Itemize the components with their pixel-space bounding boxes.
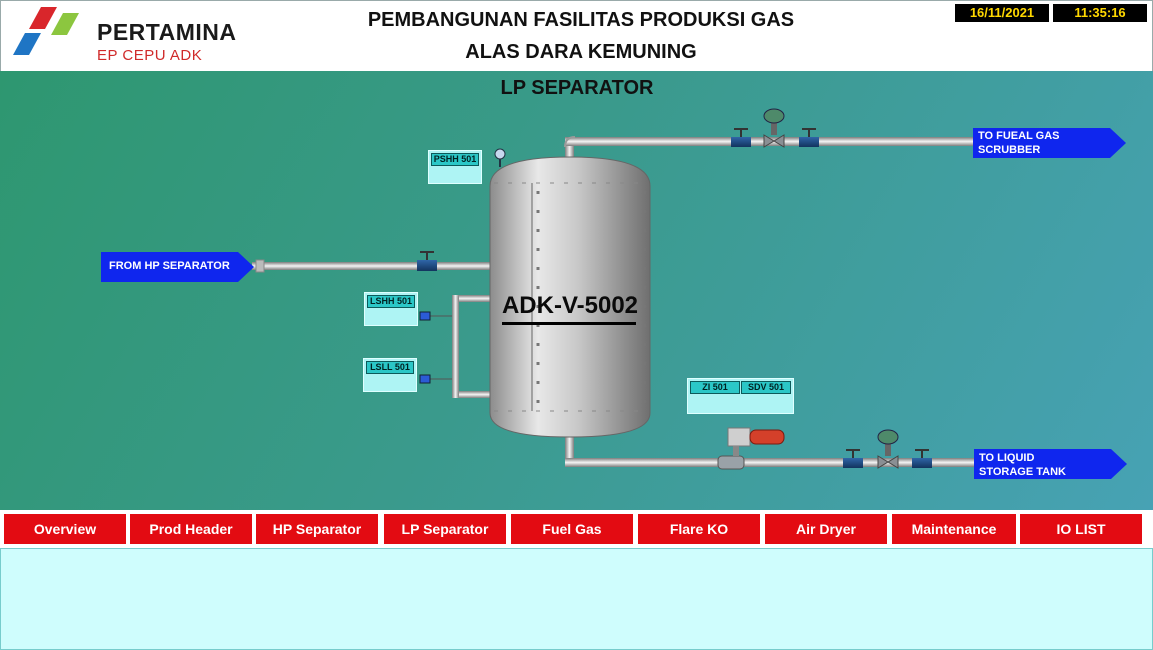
tag-label-pshh: PSHH 501 [431,153,479,166]
time-display: 11:35:16 [1053,4,1147,22]
tag-label-lsll: LSLL 501 [366,361,414,374]
flow-arrow-liquid-icon [974,449,1127,479]
level-switch-low-icon[interactable] [419,374,431,384]
nav-button-lp-separator[interactable]: LP Separator [384,514,506,544]
inlet-valve-icon[interactable] [417,251,437,271]
header-title-line2: ALAS DARA KEMUNING [465,41,697,63]
flow-arrow-inlet-icon [101,252,254,282]
liquid-outlet-pipe [565,431,975,467]
separator-vessel [489,156,651,438]
nav-button-io-list[interactable]: IO LIST [1020,514,1142,544]
flow-arrow-gas-icon [973,128,1126,158]
nav-button-fuel-gas[interactable]: Fuel Gas [511,514,633,544]
date-display: 16/11/2021 [955,4,1049,22]
level-bridle-pipe [430,295,494,398]
nav-button-overview[interactable]: Overview [4,514,126,544]
liquid-block-valve-1-icon[interactable] [843,449,863,468]
gas-block-valve-2-icon[interactable] [799,128,819,147]
tag-label-lshh: LSHH 501 [367,295,415,308]
flow-label-inlet: FROM HP SEPARATOR [109,260,230,272]
flow-label-liquid-line1: TO LIQUID [979,452,1035,464]
liquid-control-valve-icon[interactable] [877,429,899,469]
shutdown-valve-icon[interactable] [717,427,785,470]
page-title: LP SEPARATOR [500,77,654,99]
process-diagram [101,108,1127,479]
tag-label-zi: ZI 501 [690,381,740,394]
nav-button-prod-header[interactable]: Prod Header [130,514,252,544]
gas-control-valve-icon[interactable] [763,108,785,148]
pertamina-logo: PERTAMINA EP CEPU ADK [11,5,251,67]
liquid-block-valve-2-icon[interactable] [912,449,932,468]
tag-box-sdv[interactable]: ZI 501 SDV 501 [687,378,794,414]
vessel-id-underline [502,322,636,325]
flow-label-liquid-line2: STORAGE TANK [979,466,1066,478]
process-graphic-area: LP SEPARATOR [0,71,1153,510]
tag-box-pshh[interactable]: PSHH 501 [428,150,482,184]
header-title-line1: PEMBANGUNAN FASILITAS PRODUKSI GAS [367,9,795,31]
brand-name: PERTAMINA [97,19,237,45]
pertamina-logo-icon [13,7,79,55]
nav-button-air-dryer[interactable]: Air Dryer [765,514,887,544]
nav-button-maintenance[interactable]: Maintenance [892,514,1016,544]
vessel-id-label: ADK-V-5002 [501,292,639,319]
message-area [0,548,1153,650]
nav-button-flare-ko[interactable]: Flare KO [638,514,760,544]
nav-button-hp-separator[interactable]: HP Separator [256,514,378,544]
brand-subtitle: EP CEPU ADK [97,47,203,64]
tag-box-lshh[interactable]: LSHH 501 [364,292,418,326]
navigation-bar: Overview Prod Header HP Separator LP Sep… [0,510,1153,548]
pressure-switch-icon[interactable] [494,148,506,167]
flow-label-gas-line2: SCRUBBER [978,144,1041,156]
tag-box-lsll[interactable]: LSLL 501 [363,358,417,392]
flow-label-gas-line1: TO FUEAL GAS [978,130,1060,142]
level-switch-high-icon[interactable] [419,311,431,321]
inlet-pipe [252,259,494,273]
header-bar: PERTAMINA EP CEPU ADK PEMBANGUNAN FASILI… [0,0,1153,72]
gas-block-valve-1-icon[interactable] [731,128,751,147]
tag-label-sdv: SDV 501 [741,381,791,394]
